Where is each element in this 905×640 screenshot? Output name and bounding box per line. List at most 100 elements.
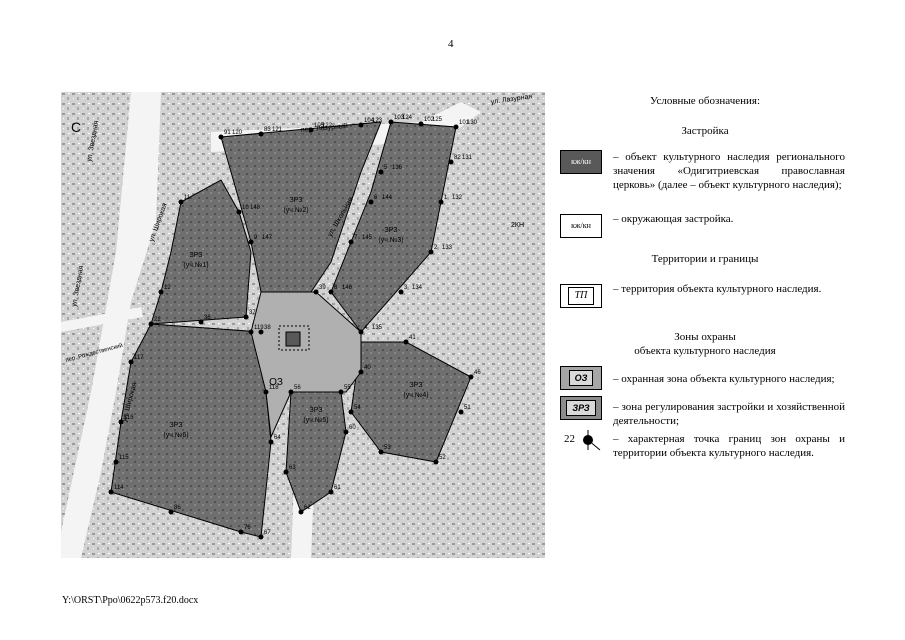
point-symbol-label: 22 [564,433,575,445]
point-label: 52 [439,455,446,461]
point-label: 147 [262,235,273,241]
zrz-zones [110,121,472,538]
point-label: 51 [464,405,471,411]
zone-1-title: ЗРЗ [190,252,203,259]
point-label: 12 [164,285,171,291]
point-label: 8 [334,285,338,291]
point-label: 61 [334,485,341,491]
point-label: 56 [294,385,301,391]
point-label: 67 [264,530,271,536]
point-label: 116 [124,415,134,421]
point-label: 117 [134,355,144,361]
point-label: 118 [269,385,279,391]
zone-3 [330,121,457,333]
legend-section-zones-line1: Зоны охраны [674,331,736,343]
legend-title: Условные обозначения: [649,95,761,107]
tp-description: – территория объекта культурного наследи… [613,283,822,295]
point-label: 122 [322,123,333,129]
point-label: 46 [474,370,481,376]
point-label: 121 [272,127,283,133]
zrz-symbol: ЗРЗ [560,396,602,420]
zone-4-title: ЗРЗ [410,382,423,389]
point-label: 102 [424,117,435,123]
okn-description: – объект культурного наследия региональн… [613,151,845,191]
point-label: 134 [412,285,423,291]
zone-5-title: ЗРЗ [310,407,323,414]
point-label: 115 [119,455,129,461]
point-label: 148 [250,205,261,211]
point-label: 55 [344,385,351,391]
point-label: 76 [244,525,251,531]
point-label: 145 [362,235,373,241]
point-label: 132 [452,195,463,201]
zone-1-sub: (уч.№1) [183,262,208,269]
zrz-symbol-label: ЗРЗ [566,400,596,416]
point-label: 5 [384,165,388,171]
point-label: 114 [114,485,124,491]
oz-symbol: ОЗ [560,366,602,390]
point-label: 60 [349,425,356,431]
env-description: – окружающая застройка. [613,213,734,225]
oz-symbol-label: ОЗ [568,370,594,386]
point-label: 3 [404,285,408,291]
point-label: 146 [342,285,353,291]
point-label: 82 [454,155,461,161]
oz-description: – охранная зона объекта культурного насл… [613,373,835,385]
legend-section-zones-line2: объекта культурного наследия [634,345,776,357]
point-label: 105 [314,123,325,129]
building-kzh: 2КН [511,222,524,229]
footer-path: Y:\ORST\Ppo\0622p573.f20.docx [62,595,199,606]
point-label: 135 [372,325,383,331]
point-label: 7 [354,235,358,241]
point-label: 39 [319,285,326,291]
zone-5-sub: (уч.№5) [303,417,328,424]
point-label: 6 [374,195,378,201]
point-label: 86 [174,505,181,511]
point-label: 104 [364,118,375,124]
point-label: 133 [442,245,453,251]
point-label: 40 [364,365,371,371]
legend-section-territory: Территории и границы [651,253,759,265]
page-number: 4 [448,38,454,50]
point-label: 53 [384,445,391,451]
oz-label: ОЗ [269,377,283,388]
point-label: 38 [264,325,271,331]
point-label: 144 [382,195,393,201]
point-label: 54 [354,405,361,411]
zone-2-sub: (уч.№2) [283,207,308,214]
point-label: 63 [289,465,296,471]
point-label: 123 [372,118,383,124]
zone-3-sub: (уч.№3) [378,237,403,244]
point-symbol: 22 [564,430,601,451]
point-label: 9 [254,235,258,241]
point-label: 83 [264,127,271,133]
legend-section-zones: Зоны охраны объекта культурного наследия [560,330,850,358]
point-label: 1 [444,195,448,201]
point-label: 10 [242,205,249,211]
point-label: 119 [254,325,264,331]
point-label: 41 [409,335,416,341]
env-symbol: кж/кн [560,214,602,238]
zone-2-title: ЗРЗ [290,197,303,204]
point-label: 4 [364,325,368,331]
point-label: 2 [434,245,438,251]
point-label: 125 [432,117,443,123]
legend-section-buildings: Застройка [681,125,729,137]
point-label: 103 [394,115,405,121]
point-label: 130 [467,120,478,126]
zrz-description: – зона регулирования застройки и хозяйст… [613,401,845,427]
point-label: 101 [459,120,470,126]
point-label: 136 [392,165,403,171]
point-label: 131 [462,155,473,161]
point-label: 22 [154,317,161,323]
tp-symbol-label: ТП [567,287,595,305]
map: ЗРЗ (уч.№1) ЗРЗ (уч.№2) ЗРЗ (уч.№3) ЗРЗ … [61,92,545,558]
boundary-points [108,119,474,540]
point-label: 124 [402,115,413,121]
okn-symbol: кж/кн [560,150,602,174]
point-label: 62 [304,505,311,511]
point-label: 37 [249,310,256,316]
point-label: 120 [232,130,243,136]
tp-symbol: ТП [560,284,602,308]
